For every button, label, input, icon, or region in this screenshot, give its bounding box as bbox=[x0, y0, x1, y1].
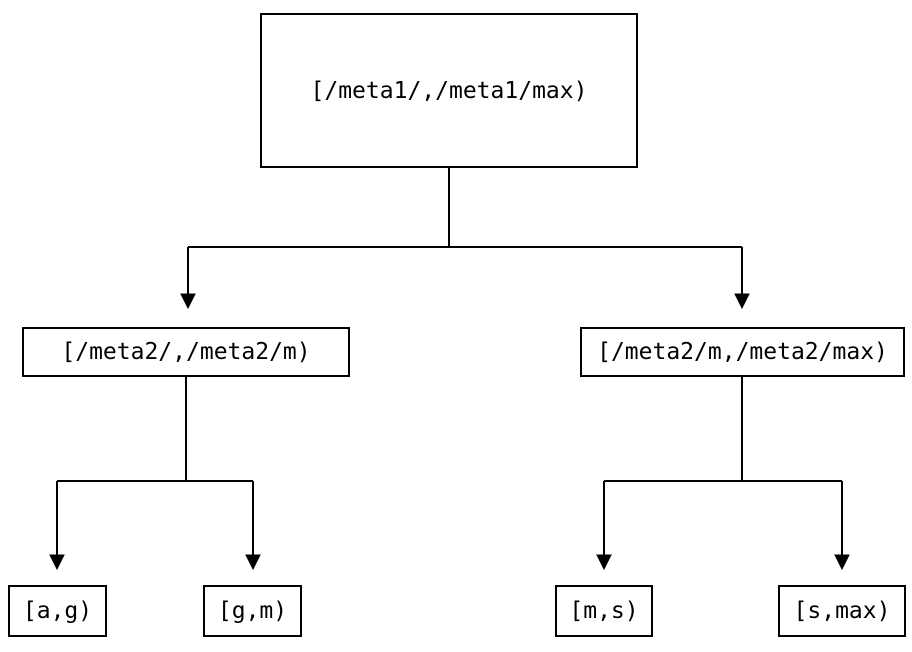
node-left-label: [/meta2/,/meta2/m) bbox=[61, 339, 311, 365]
arrowhead-root-to-right bbox=[734, 293, 750, 310]
node-leaf-ag-label: [a,g) bbox=[22, 598, 93, 624]
node-leaf-gm: [g,m) bbox=[203, 585, 302, 637]
arrowhead-left-to-leaf-gm bbox=[245, 554, 261, 571]
node-leaf-smax-label: [s,max) bbox=[793, 598, 891, 624]
node-leaf-gm-label: [g,m) bbox=[217, 598, 288, 624]
node-leaf-ms-label: [m,s) bbox=[569, 598, 639, 624]
node-right: [/meta2/m,/meta2/max) bbox=[580, 327, 905, 377]
arrowhead-right-to-leaf-ms bbox=[596, 554, 612, 571]
arrowhead-root-to-left bbox=[180, 293, 196, 310]
node-leaf-ms: [m,s) bbox=[555, 585, 653, 637]
node-root-label: [/meta1/,/meta1/max) bbox=[310, 77, 588, 104]
node-leaf-ag: [a,g) bbox=[8, 585, 107, 637]
node-left: [/meta2/,/meta2/m) bbox=[22, 327, 350, 377]
node-leaf-smax: [s,max) bbox=[778, 585, 906, 637]
node-right-label: [/meta2/m,/meta2/max) bbox=[597, 339, 888, 365]
arrowhead-right-to-leaf-smax bbox=[834, 554, 850, 571]
arrowhead-left-to-leaf-ag bbox=[49, 554, 65, 571]
node-root: [/meta1/,/meta1/max) bbox=[260, 13, 638, 168]
